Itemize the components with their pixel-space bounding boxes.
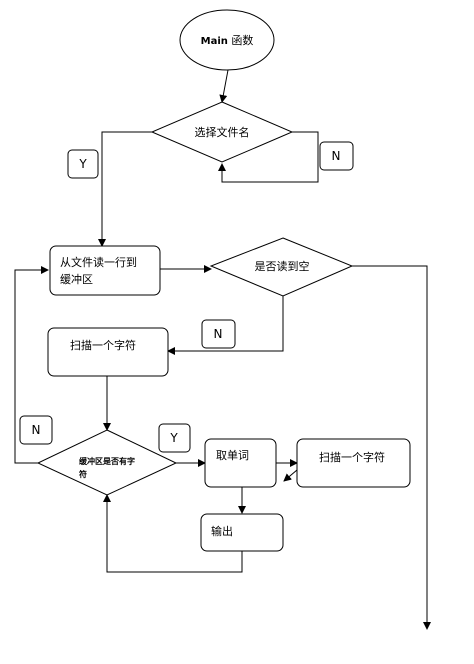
label-n-buffer-text: N — [32, 423, 41, 437]
start-label-bold: Main — [201, 36, 228, 47]
label-y-buffer: Y — [158, 423, 191, 453]
arrow-empty-yes-to-end — [352, 265, 431, 630]
start-label-rest: 函数 — [228, 34, 254, 47]
buffer-check-decision: 缓冲区是否有字 符 — [36, 429, 178, 496]
arrow-scan2-back — [283, 469, 298, 482]
arrow-select-no-loop — [218, 131, 319, 183]
get-word-process: 取单词 — [204, 438, 277, 488]
buffer-check-label-2: 符 — [79, 469, 87, 479]
start-node: Main 函数 — [179, 9, 275, 71]
svg-text:缓冲区是否有字 符: 缓冲区是否有字 符 — [79, 456, 138, 479]
label-n-select: N — [319, 141, 354, 171]
svg-text:从文件读一行到 缓冲区: 从文件读一行到 缓冲区 — [60, 255, 141, 286]
read-line-label-2: 缓冲区 — [60, 272, 93, 286]
output-process: 输出 — [200, 513, 284, 552]
arrow-empty-no-to-scan — [167, 296, 284, 355]
scan-char-2-label: 扫描一个字符 — [319, 450, 385, 464]
label-y-select-text: Y — [78, 157, 87, 171]
svg-text:Main 函数: Main 函数 — [201, 34, 254, 47]
label-n-buffer: N — [19, 415, 53, 445]
is-empty-label: 是否读到空 — [255, 259, 310, 273]
label-y-select: Y — [67, 149, 99, 179]
scan-char-2-process: 扫描一个字符 — [296, 438, 411, 488]
label-n-empty-text: N — [214, 327, 223, 341]
get-word-label: 取单词 — [216, 449, 249, 462]
select-file-label: 选择文件名 — [195, 125, 250, 139]
arrow-select-yes-to-read — [98, 131, 152, 247]
scan-char-process: 扫描一个字符 — [47, 327, 169, 377]
arrow-output-to-buffer — [103, 494, 243, 573]
read-line-process: 从文件读一行到 缓冲区 — [49, 245, 161, 296]
output-label: 输出 — [211, 524, 233, 538]
label-y-buffer-text: Y — [169, 431, 178, 445]
connectors — [14, 69, 431, 630]
label-n-empty: N — [201, 319, 236, 349]
read-line-label-1: 从文件读一行到 — [60, 255, 137, 269]
buffer-check-label-1: 缓冲区是否有字 — [79, 456, 135, 466]
arrow-start-to-select — [219, 69, 229, 103]
select-file-decision: 选择文件名 — [150, 101, 294, 163]
label-n-select-text: N — [332, 149, 341, 163]
is-empty-decision: 是否读到空 — [209, 237, 354, 297]
arrow-buffer-no-to-read — [14, 266, 49, 464]
scan-char-label: 扫描一个字符 — [70, 338, 136, 352]
